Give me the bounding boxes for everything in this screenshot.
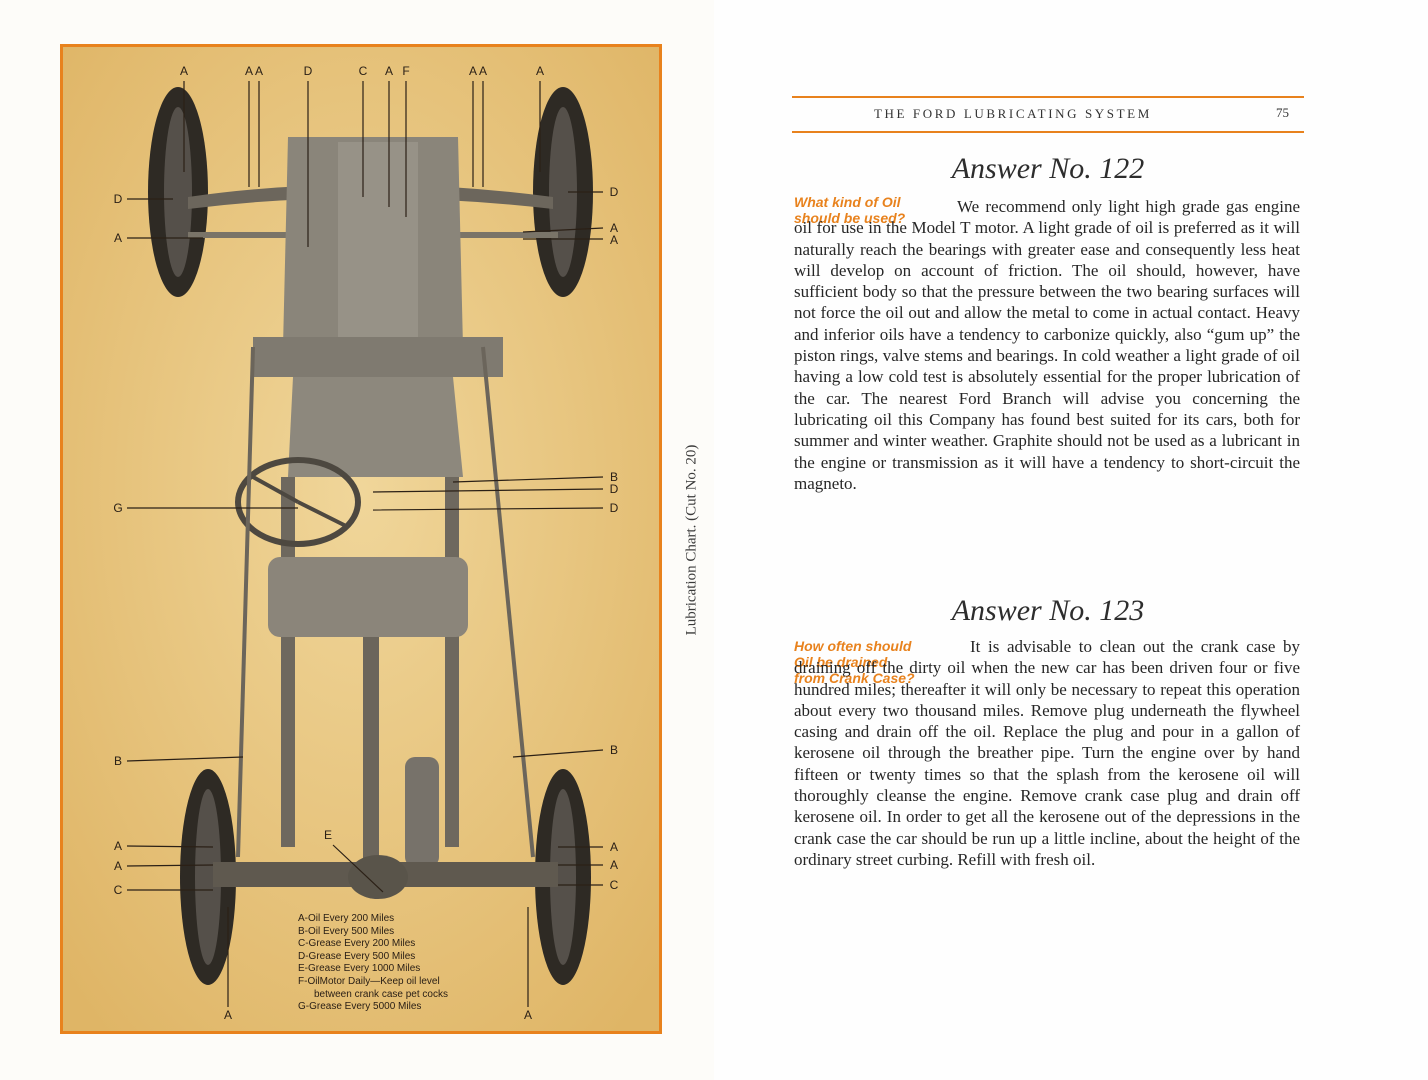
label-bottom-a: A	[224, 1008, 232, 1022]
label-left-g: G	[113, 501, 122, 515]
label-top-c: C	[359, 64, 368, 78]
label-e: E	[324, 828, 332, 842]
answer-123-text: It is advisable to clean out the crank c…	[794, 637, 1300, 869]
answer-123-title: Answer No. 123	[951, 594, 1145, 627]
label-right-d: D	[610, 185, 619, 199]
side-question-line: Oil be drained	[794, 654, 888, 670]
legend-f-continued: between crank case pet cocks	[314, 988, 448, 1000]
chart-legend: A-Oil Every 200 Miles B-Oil Every 500 Mi…	[298, 913, 548, 1014]
label-left-c: C	[114, 883, 123, 897]
header-rule-bottom	[792, 131, 1304, 133]
label-right-a-4: A	[610, 858, 618, 872]
label-top-aa: A A	[245, 64, 263, 78]
muffler	[405, 757, 439, 867]
legend-b: B-Oil Every 500 Miles	[298, 925, 395, 937]
legend-g: G-Grease Every 5000 Miles	[298, 1001, 422, 1013]
side-question-line: What kind of Oil	[794, 194, 901, 210]
label-top-d: D	[304, 64, 313, 78]
side-question-line: from Crank Case?	[794, 670, 915, 686]
legend-a: A-Oil Every 200 Miles	[298, 913, 395, 924]
figure-caption-text: Lubrication Chart. (Cut No. 20)	[683, 444, 700, 636]
label-top-a-3: A	[536, 64, 544, 78]
label-left-d: D	[114, 192, 123, 206]
figure-caption: Lubrication Chart. (Cut No. 20)	[672, 390, 712, 690]
side-question-line: How often should	[794, 638, 912, 654]
legend-e: E-Grease Every 1000 Miles	[298, 963, 421, 975]
label-left-a-2: A	[114, 839, 122, 853]
label-left-a: A	[114, 231, 122, 245]
answer-122-text: We recommend only light high grade gas e…	[794, 197, 1300, 493]
answer-122-side-question: What kind of Oil should be used?	[794, 194, 954, 226]
label-bottom-a-2: A	[524, 1008, 532, 1022]
lubrication-chart: A A A D C A F A A A D A G B A A C D A A …	[60, 44, 662, 1034]
dash	[253, 337, 503, 377]
chassis-illustration: A A A D C A F A A A D A G B A A C D A A …	[63, 47, 659, 1031]
label-top-aa-2: A A	[469, 64, 487, 78]
label-right-d-2: D	[610, 482, 619, 496]
label-right-c: C	[610, 878, 619, 892]
label-right-a-3: A	[610, 840, 618, 854]
left-page: A A A D C A F A A A D A G B A A C D A A …	[60, 44, 712, 1034]
right-frame-rail	[445, 477, 459, 847]
label-top-f: F	[402, 64, 409, 78]
left-frame-rail	[281, 477, 295, 847]
label-top-a: A	[180, 64, 188, 78]
answer-123-side-question: How often should Oil be drained from Cra…	[794, 638, 954, 686]
gas-tank	[268, 557, 468, 637]
steering-wheel	[235, 457, 361, 547]
label-right-a-2: A	[610, 233, 618, 247]
header-rule-top	[792, 96, 1304, 98]
answer-122-title: Answer No. 122	[951, 152, 1145, 185]
legend-f: F-OilMotor Daily—Keep oil level	[298, 975, 440, 987]
label-top-a-2: A	[385, 64, 393, 78]
page-number: 75	[1276, 105, 1289, 120]
right-page: THE FORD LUBRICATING SYSTEM 75 Answer No…	[714, 0, 1428, 1080]
label-right-b-2: B	[610, 743, 618, 757]
legend-d: D-Grease Every 500 Miles	[298, 950, 416, 962]
legend-c: C-Grease Every 200 Miles	[298, 938, 416, 950]
drive-shaft	[363, 637, 379, 877]
label-right-b: B	[610, 470, 618, 484]
label-right-d-3: D	[610, 501, 619, 515]
side-question-line: should be used?	[794, 210, 906, 226]
label-left-b: B	[114, 754, 122, 768]
running-head: THE FORD LUBRICATING SYSTEM	[874, 106, 1152, 121]
label-left-a-3: A	[114, 859, 122, 873]
label-right-a: A	[610, 221, 618, 235]
